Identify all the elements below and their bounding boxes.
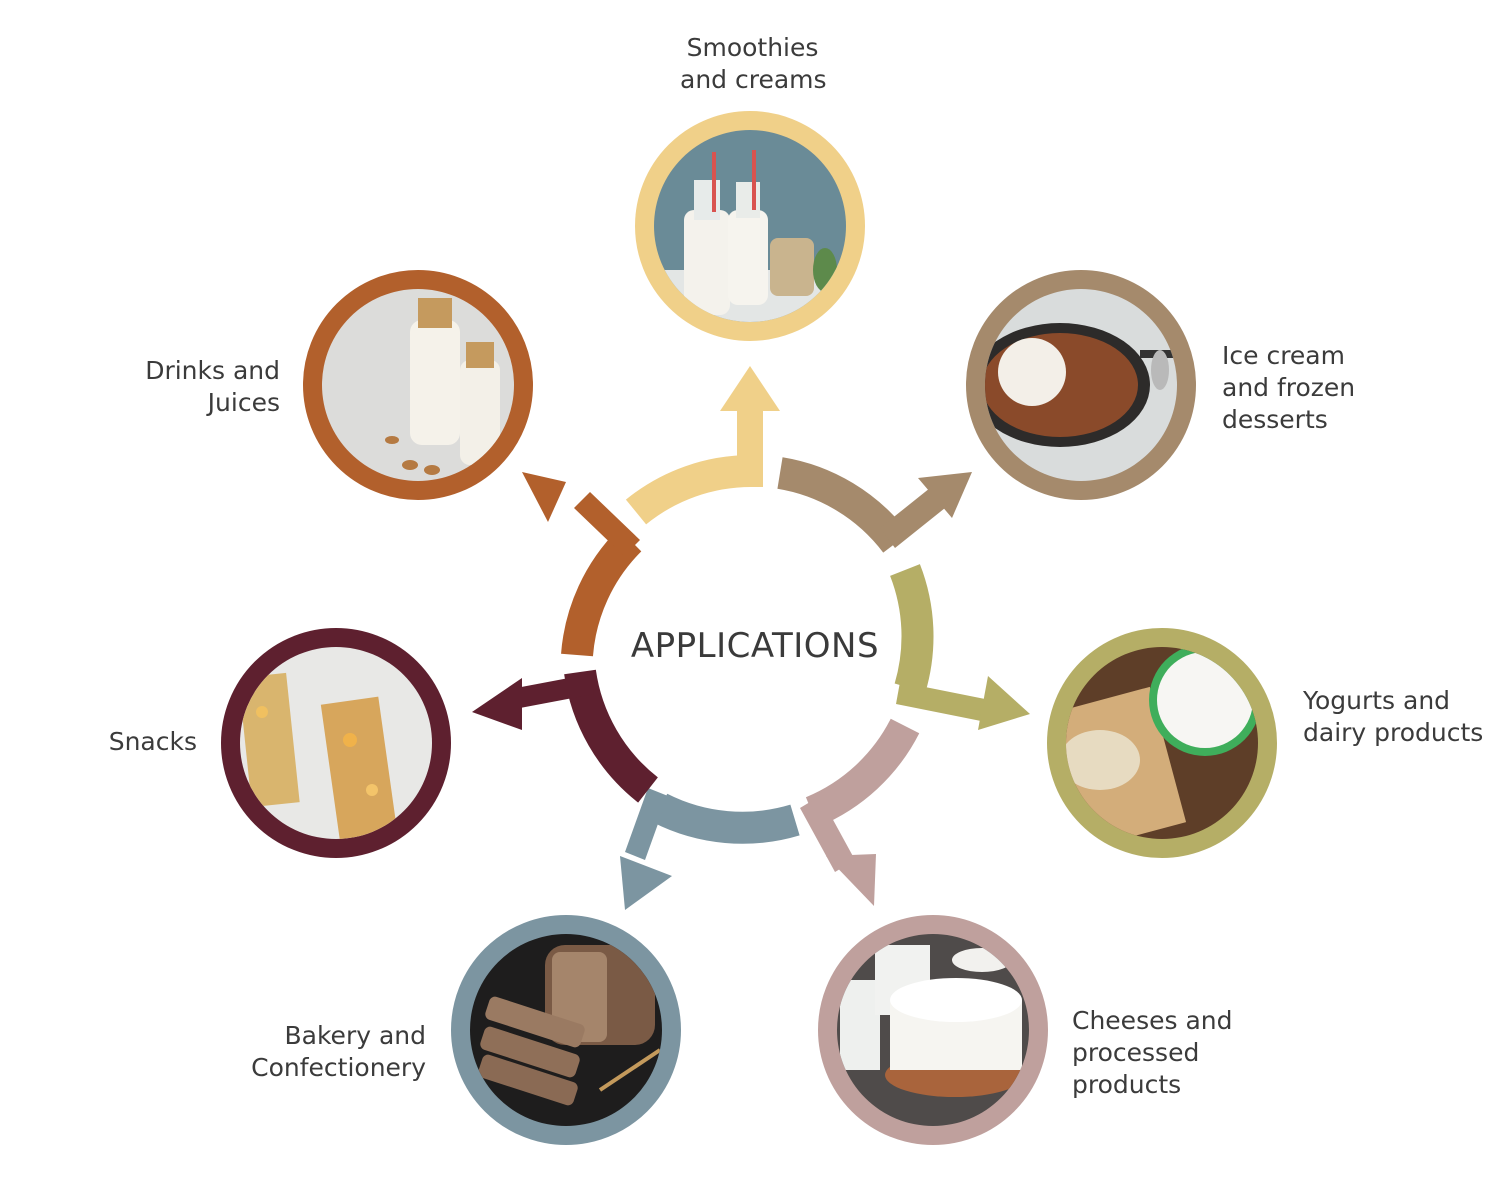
ice-cream-granola-skillet-image [985,289,1177,481]
arc-arrow-ice-cream [777,457,972,553]
arc-arrow-drinks [522,472,642,657]
app-circle-drinks [303,270,533,500]
label-smoothies: Smoothies and creams [680,33,827,94]
arc-arrow-snacks [472,669,659,803]
app-circle-cheeses [818,915,1048,1145]
label-bakery: Bakery and Confectionery [251,1021,426,1082]
label-drinks: Drinks and Juices [145,356,280,417]
arc-arrow-cheeses [800,718,920,906]
label-yogurts: Yogurts and dairy products [1303,686,1484,747]
label-ice-cream: Ice cream and frozen desserts [1222,341,1356,434]
arc-arrow-yogurts [889,564,1030,730]
bread-loaf-image [470,934,662,1126]
label-snacks: Snacks [108,727,197,756]
app-circle-ice-cream [966,270,1196,500]
arc-arrow-smoothies [625,366,780,525]
app-circle-yogurts [1047,628,1277,858]
center-title: APPLICATIONS [630,626,880,666]
app-circle-smoothies [635,111,865,341]
label-cheeses: Cheeses and processed products [1072,1006,1233,1099]
arc-arrow-bakery [620,788,800,910]
almond-milk-bottles-image [322,289,514,481]
cheese-and-milk-image [837,934,1029,1126]
app-circle-snacks [221,628,451,858]
app-circle-bakery [451,915,681,1145]
granola-bars-image [240,647,432,839]
